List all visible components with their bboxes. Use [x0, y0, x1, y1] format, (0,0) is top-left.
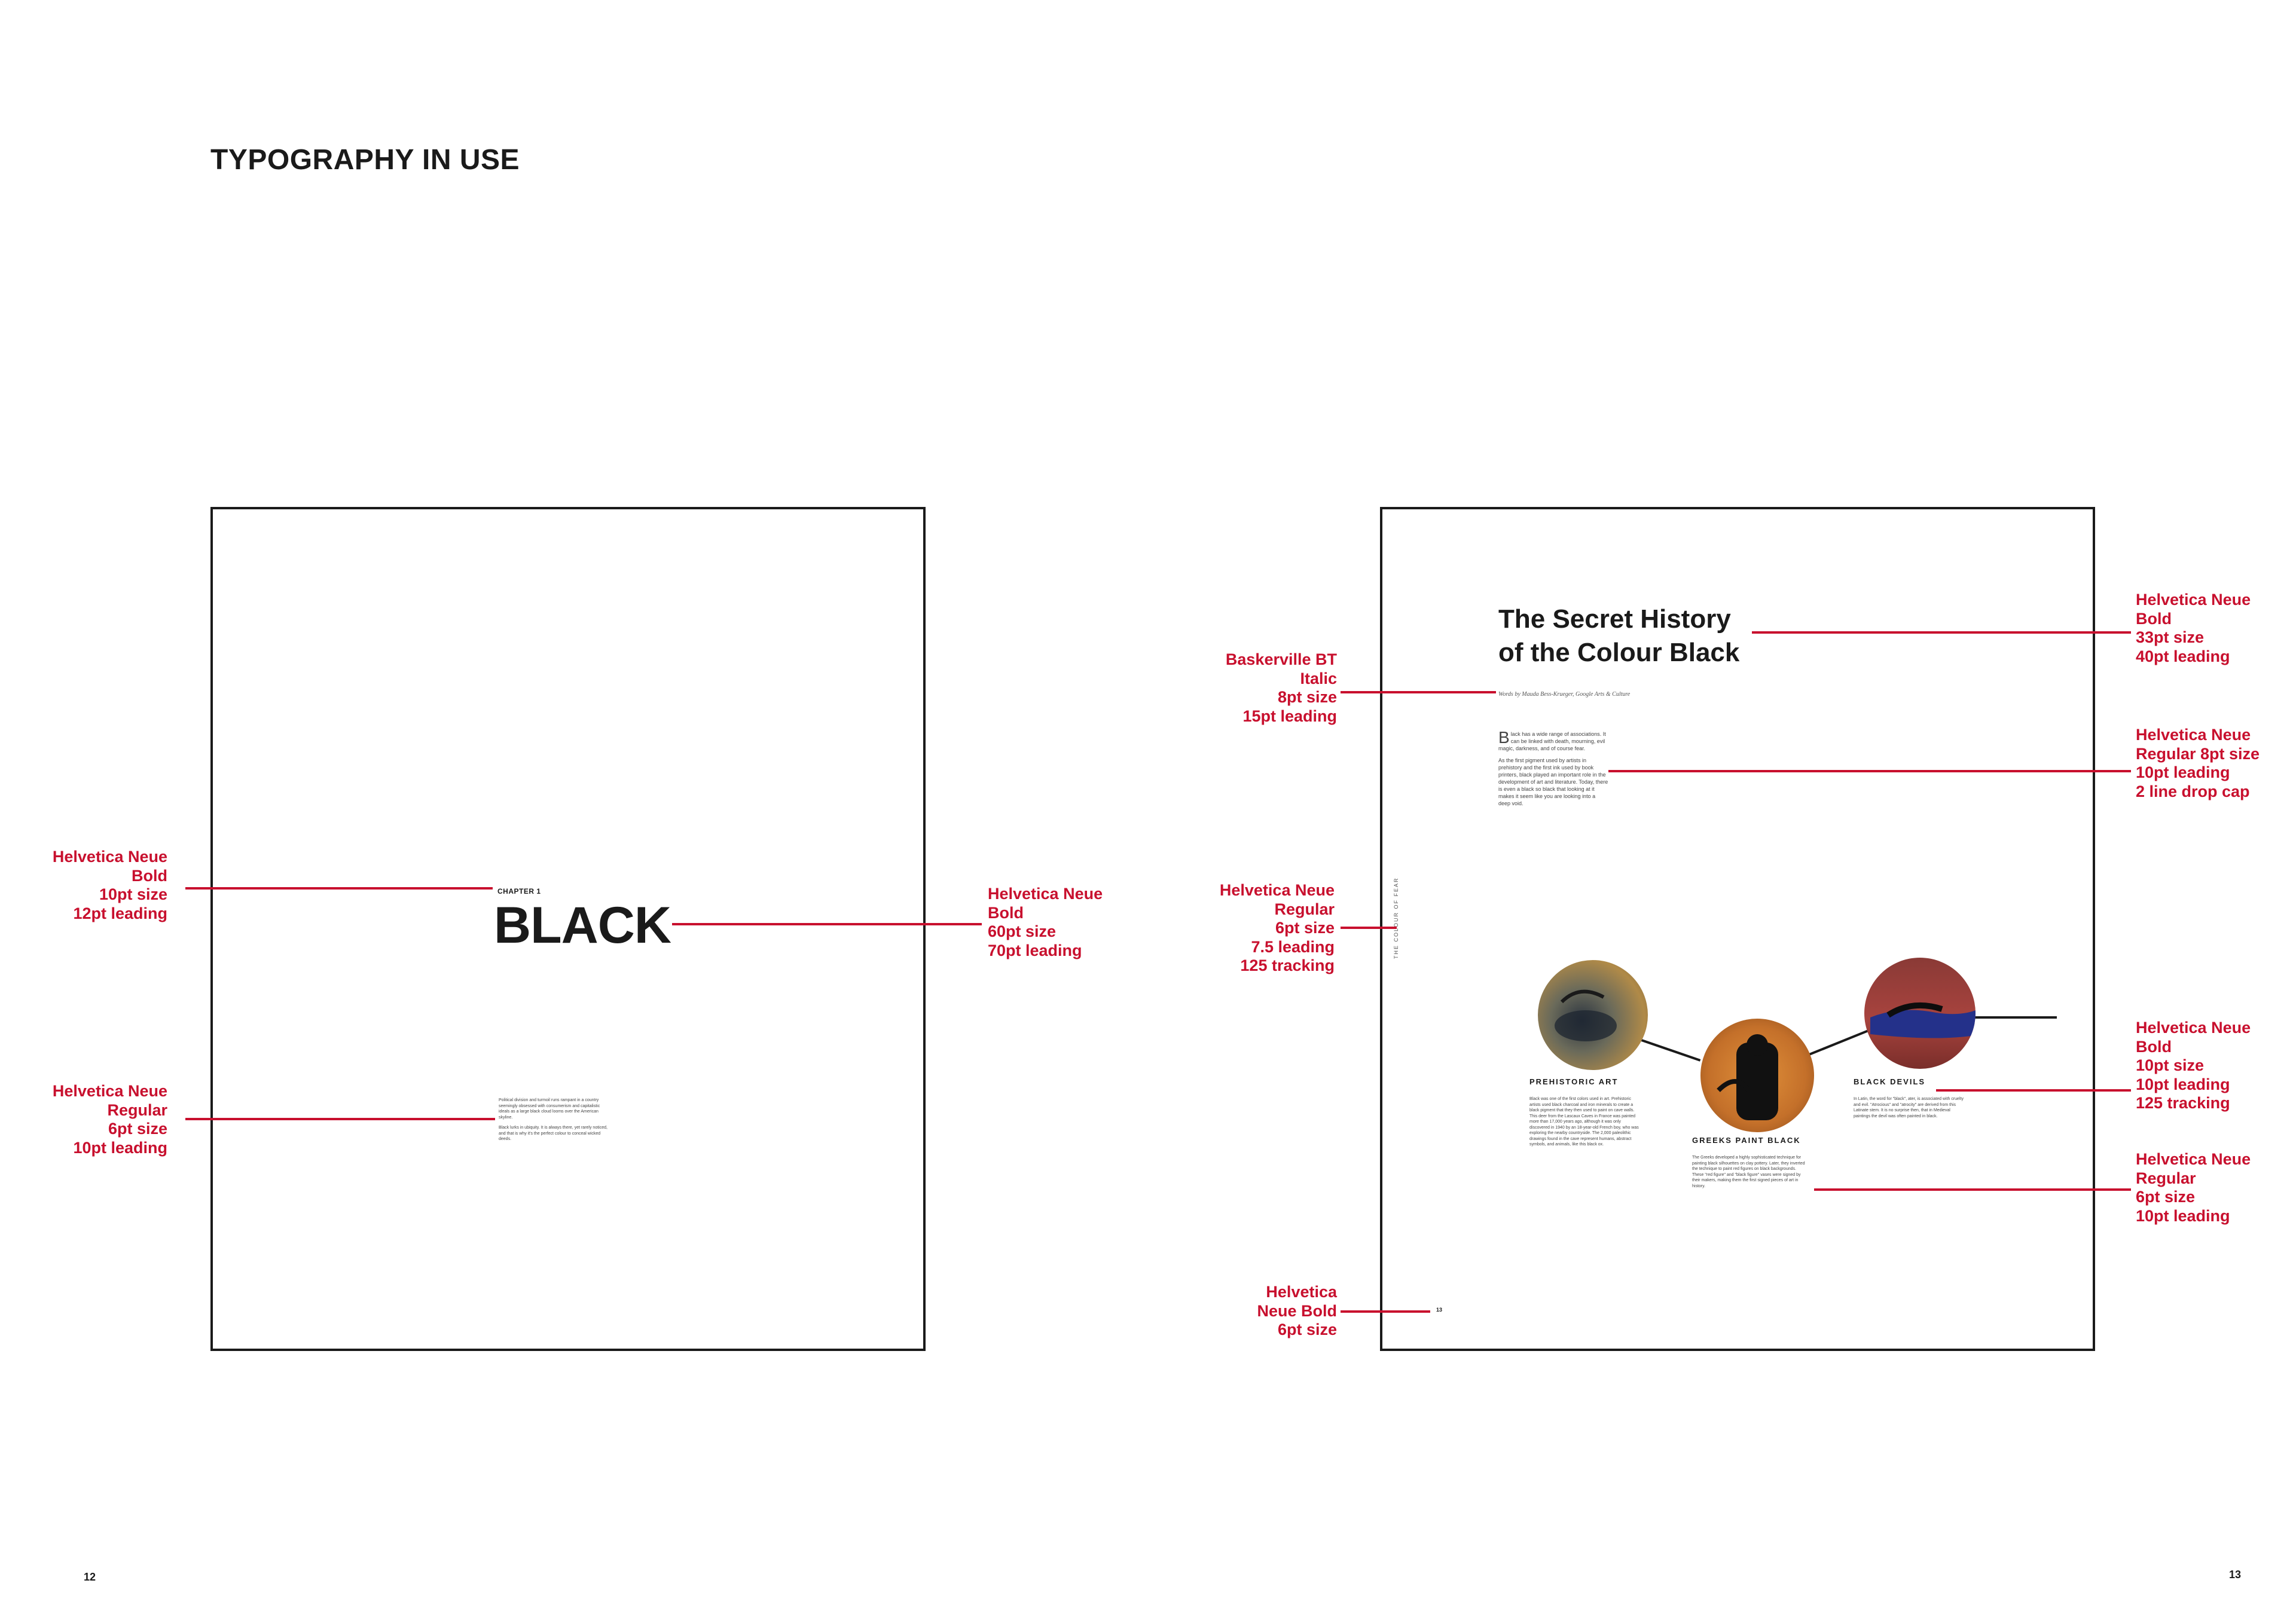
- intro-paragraph-1: lack has a wide range of associations. I…: [1498, 731, 1606, 751]
- annotation-line: Bold: [132, 866, 167, 885]
- annotation-line: Neue Bold: [1257, 1301, 1337, 1320]
- section-heading-prehistoric: PREHISTORIC ART: [1529, 1077, 1619, 1086]
- cave-painting-icon: [1555, 989, 1617, 1041]
- annotation-line: 10pt leading: [2136, 1075, 2230, 1093]
- annotation-line: 6pt size: [2136, 1188, 2196, 1206]
- leader-chapter-title: [672, 923, 982, 925]
- left-body-text: Political division and turmoil runs ramp…: [499, 1098, 611, 1142]
- annotation-line: Baskerville BT: [1225, 650, 1337, 668]
- leader-vertical-label: [1341, 927, 1397, 929]
- annotation-line: Regular: [2136, 1169, 2196, 1187]
- leader-folio: [1341, 1310, 1430, 1313]
- annotation-line: 10pt leading: [73, 1138, 167, 1157]
- right-page-mockup: [1380, 507, 2095, 1351]
- page-title: TYPOGRAPHY IN USE: [210, 144, 520, 176]
- annotation-line: Regular 8pt size: [2136, 744, 2260, 763]
- greek-figure-icon: [1717, 1034, 1778, 1120]
- annotation-line: 10pt leading: [2136, 763, 2230, 781]
- leader-section-heading: [1936, 1089, 2131, 1092]
- byline: Words by Mauda Bess-Krueger, Google Arts…: [1498, 691, 1631, 698]
- annotation-line: 70pt leading: [988, 941, 1082, 959]
- article-title: The Secret History of the Colour Black: [1498, 603, 1739, 670]
- intro-paragraph-2: As the first pigment used by artists in …: [1498, 757, 1608, 806]
- annotation-line: 7.5 leading: [1251, 937, 1335, 956]
- annotation-line: 2 line drop cap: [2136, 782, 2250, 800]
- leader-left-body: [185, 1118, 495, 1120]
- leader-byline: [1341, 691, 1496, 693]
- page-number-left: 12: [84, 1571, 96, 1583]
- leader-intro: [1608, 770, 2131, 772]
- vertical-running-label: THE COLOUR OF FEAR: [1393, 877, 1399, 959]
- section-text-greeks: The Greeks developed a highly sophistica…: [1692, 1156, 1805, 1188]
- annotation-line: 15pt leading: [1242, 707, 1337, 725]
- annotation-line: 60pt size: [988, 922, 1057, 940]
- leader-article-title: [1752, 631, 2131, 634]
- annotation-line: Helvetica: [1266, 1283, 1337, 1301]
- leader-section-body: [1814, 1188, 2131, 1191]
- leader-chapter-label: [185, 887, 493, 890]
- annotation-line: Bold: [988, 903, 1024, 922]
- annotation-line: 125 tracking: [2136, 1094, 2230, 1112]
- annotation-line: Regular: [1274, 900, 1335, 918]
- annotation-line: Helvetica Neue: [2136, 591, 2251, 609]
- annotation-line: 40pt leading: [2136, 647, 2230, 665]
- drop-cap: B: [1498, 728, 1510, 747]
- annotation-line: Helvetica Neue: [52, 1082, 167, 1100]
- annotation-line: 6pt size: [108, 1120, 167, 1138]
- chapter-label: CHAPTER 1: [497, 887, 541, 895]
- annotation-line: 10pt leading: [2136, 1206, 2230, 1225]
- greek-vase-image: [1700, 1019, 1814, 1132]
- prehistoric-art-image: [1538, 960, 1648, 1070]
- annotation-line: Bold: [2136, 1037, 2172, 1056]
- annotation-line: 125 tracking: [1240, 956, 1335, 974]
- devil-painting-icon: [1870, 1002, 1976, 1038]
- annotation-line: 10pt size: [99, 885, 167, 903]
- annotation-line: Helvetica Neue: [988, 885, 1103, 903]
- annotation-line: Bold: [2136, 609, 2172, 628]
- section-text-devils: In Latin, the word for "black", ater, is…: [1854, 1097, 1964, 1118]
- black-devils-image: [1864, 958, 1976, 1069]
- left-body-paragraph-2: Black lurks in ubiquity. It is always th…: [499, 1126, 607, 1141]
- left-body-paragraph-1: Political division and turmoil runs ramp…: [499, 1098, 600, 1120]
- folio: 13: [1436, 1307, 1443, 1313]
- left-page-mockup: [210, 507, 926, 1351]
- annotation-line: 33pt size: [2136, 628, 2205, 646]
- article-title-line-1: The Secret History: [1498, 604, 1731, 634]
- annotation-line: 8pt size: [1277, 688, 1337, 706]
- section-heading-greeks: GREEKS PAINT BLACK: [1692, 1136, 1801, 1145]
- annotation-line: Helvetica Neue: [1219, 881, 1335, 899]
- annotation-line: Helvetica Neue: [2136, 726, 2251, 744]
- annotation-line: 6pt size: [1277, 1321, 1337, 1338]
- section-text-prehistoric: Black was one of the first colors used i…: [1529, 1097, 1639, 1147]
- annotation-line: Helvetica Neue: [2136, 1150, 2251, 1168]
- timeline-connector-3: [1970, 1016, 2057, 1019]
- annotation-line: 12pt leading: [73, 904, 167, 922]
- article-title-line-2: of the Colour Black: [1498, 638, 1740, 667]
- annotation-line: Italic: [1300, 669, 1337, 687]
- annotation-line: 6pt size: [1275, 919, 1335, 937]
- chapter-title: BLACK: [494, 897, 671, 954]
- annotation-line: Helvetica Neue: [2136, 1019, 2251, 1037]
- annotation-line: Helvetica Neue: [52, 848, 167, 866]
- section-heading-devils: BLACK DEVILS: [1854, 1077, 1926, 1086]
- annotation-line: 10pt size: [2136, 1056, 2205, 1074]
- page-number-right: 13: [2229, 1569, 2242, 1581]
- intro-text: B lack has a wide range of associations.…: [1498, 728, 1608, 807]
- annotation-line: Regular: [107, 1101, 167, 1119]
